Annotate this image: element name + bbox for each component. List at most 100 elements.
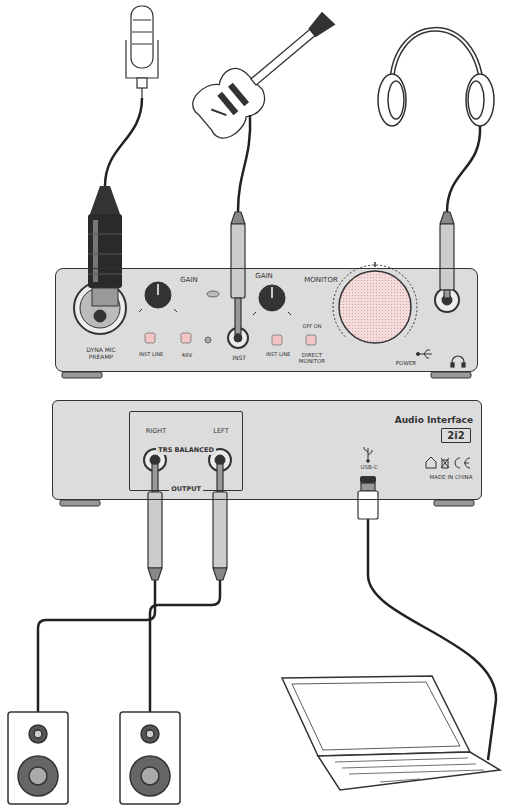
rear-panel-body (52, 400, 482, 506)
microphone (126, 6, 158, 98)
usb-symbol (417, 353, 420, 356)
output-group: TRS BALANCEDRIGHTLEFTOUTPUT (129, 411, 243, 491)
guitar (211, 104, 226, 120)
compliance-marks (426, 457, 436, 468)
speaker-cable (38, 580, 220, 712)
gain-knob (139, 282, 291, 315)
jack-plug (148, 492, 162, 568)
laptop (282, 676, 500, 790)
model-number: 2i2 (447, 430, 464, 442)
monitor-speaker (120, 712, 180, 804)
guitar (229, 84, 248, 106)
headphones (468, 81, 484, 119)
combo-socket (74, 282, 126, 334)
gain-knob (271, 287, 273, 298)
laptop (282, 676, 470, 756)
laptop (318, 752, 500, 790)
monitor-speaker (141, 725, 159, 743)
laptop (380, 779, 420, 782)
group-heading: TRS BALANCED (156, 447, 216, 454)
jack-plug (235, 298, 241, 334)
monitor-speaker (34, 730, 42, 738)
usb-symbol (418, 350, 432, 358)
monitor-speaker (18, 756, 58, 796)
microphone (131, 6, 153, 68)
monitor-knob (339, 271, 411, 343)
microphone (137, 78, 147, 88)
xlr-plug (93, 220, 98, 282)
push-button (181, 333, 191, 343)
port-label: USB-C (360, 464, 377, 470)
guitar-cable (238, 115, 250, 212)
indicator-label: POWER (396, 360, 416, 366)
guitar (187, 0, 347, 144)
headphone-cable (447, 126, 480, 212)
halo-indicator (207, 291, 219, 297)
jack-plug (231, 224, 245, 298)
gain-knob (259, 285, 285, 311)
rear-panel-body (434, 500, 474, 506)
headphones (388, 81, 404, 119)
usb-plug (361, 483, 375, 491)
rear-panel-body (52, 400, 482, 500)
monitor-speaker (141, 767, 159, 785)
rear-panel: Audio InterfaceUSB-CMADE IN CHINATRS BAL… (52, 400, 482, 500)
guitar (251, 29, 315, 85)
usb-symbol (364, 447, 372, 462)
group-heading: OUTPUT (169, 486, 203, 493)
jack-plug (148, 464, 227, 580)
channel-label: LEFT (213, 428, 228, 435)
switch-label: INST LINE (139, 352, 163, 358)
switch-label: INST LINE (266, 352, 290, 358)
model-badge: 2i2 (441, 428, 471, 444)
jack-plug (213, 568, 227, 580)
xlr-plug (88, 214, 122, 288)
switch-label: 48V (182, 352, 193, 358)
combo-socket (80, 288, 120, 328)
push-button (145, 333, 155, 343)
jack-plug (231, 212, 454, 334)
mic-cable (105, 98, 142, 186)
jack-plug (213, 492, 227, 568)
usb-port (360, 476, 376, 483)
input-label: INST (232, 355, 246, 362)
laptop (335, 758, 484, 774)
usb-symbol (364, 447, 372, 460)
speaker-cable (150, 580, 220, 712)
monitor-speaker (146, 730, 154, 738)
push-button (306, 335, 316, 345)
rear-panel-body (60, 500, 100, 506)
compliance-marks (441, 458, 449, 468)
control-label: MONITOR (304, 276, 338, 284)
headphone-icon (451, 363, 454, 367)
compliance-marks (464, 458, 470, 468)
combo-socket (94, 310, 106, 322)
headphones (466, 74, 494, 126)
headphone-icon (452, 356, 464, 366)
jack-plug (444, 290, 450, 298)
xlr-plug (88, 186, 122, 306)
jack-plug (217, 464, 223, 492)
monitor-speaker (8, 712, 180, 804)
input-label: DYNA MIC PREAMP (81, 347, 121, 361)
monitor-speaker (29, 725, 47, 743)
jack-socket (228, 288, 459, 348)
monitor-knob (374, 262, 376, 267)
speaker-cable (38, 580, 155, 712)
monitor-knob (333, 262, 417, 343)
jack-plug (148, 568, 162, 580)
microphone (126, 40, 158, 78)
switch-label: DIRECT MONITOR (296, 352, 328, 365)
jack-plug (152, 464, 158, 492)
push-button (272, 335, 282, 345)
headphone-icon (451, 356, 465, 367)
jack-plug (440, 224, 454, 290)
gain-knob (157, 284, 159, 295)
guitar (307, 11, 335, 38)
compliance-marks (426, 457, 470, 468)
usb-plug (358, 491, 378, 519)
microphone (132, 20, 152, 44)
